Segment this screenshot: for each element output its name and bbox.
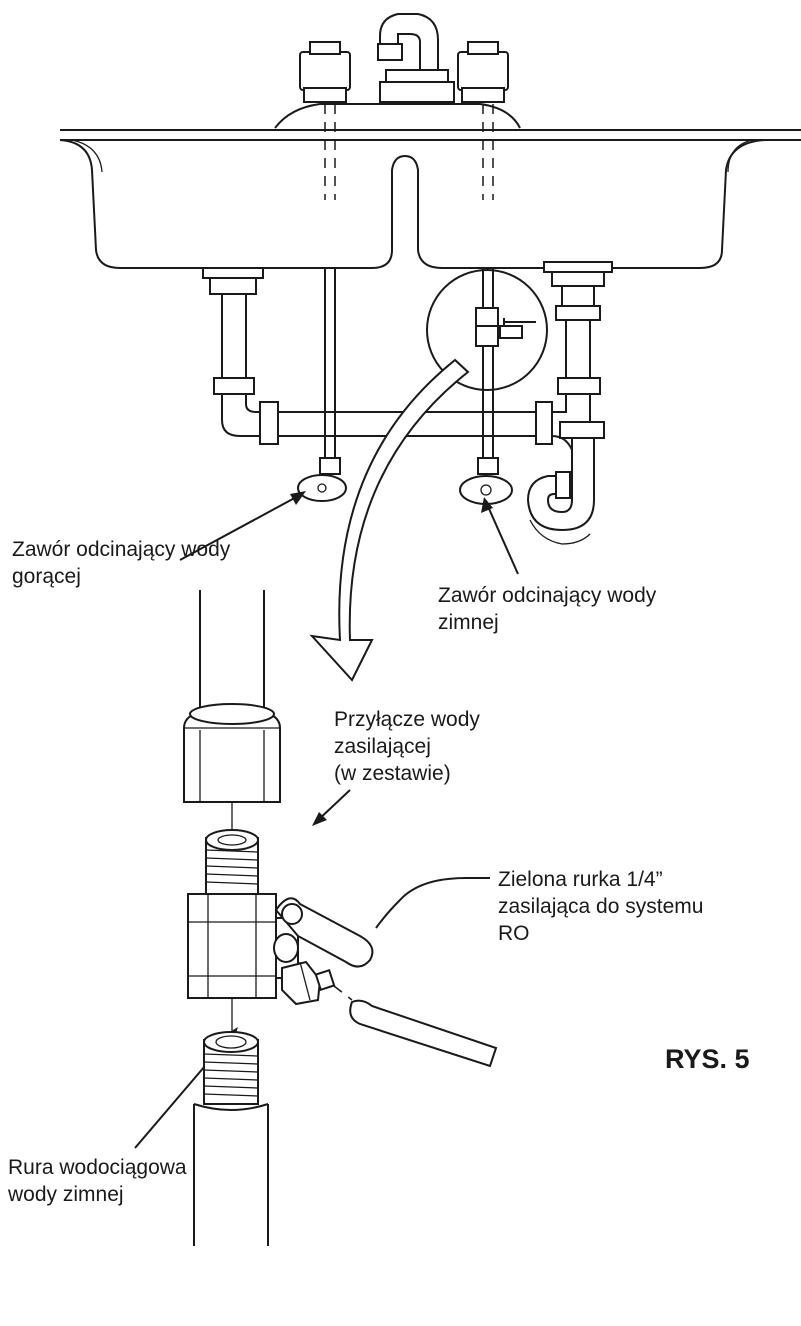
feed-adapter-label: Przyłącze wody zasilającej (w zestawie) <box>334 708 480 785</box>
detail-circle <box>426 269 548 391</box>
faucet <box>274 13 521 129</box>
sink-basin <box>59 139 766 269</box>
cold-pipe-label: Rura wodociągowa wody zimnej <box>8 1156 187 1206</box>
cold-water-supply-pipe <box>193 1031 269 1246</box>
green-supply-tube <box>333 985 498 1068</box>
figure-label: RYS. 5 <box>665 1044 750 1074</box>
adapter-thread-top <box>205 829 259 895</box>
cold-valve-label: Zawór odcinający wody zimnej <box>438 584 657 634</box>
leader-lines <box>134 491 519 1149</box>
countertop <box>60 129 801 141</box>
drain-pipes <box>202 261 613 545</box>
feed-water-adapter <box>187 893 374 1006</box>
hot-valve-label: Zawór odcinający wody gorącej <box>12 538 231 588</box>
green-tube-label: Zielona rurka 1/4” zasilająca do systemu… <box>498 868 704 945</box>
riser-pipe <box>199 590 265 712</box>
compression-nut <box>183 703 281 803</box>
hidden-supply-lines <box>324 104 494 200</box>
hot-water-shutoff-valve <box>297 474 347 502</box>
detail-arrow <box>309 358 470 682</box>
